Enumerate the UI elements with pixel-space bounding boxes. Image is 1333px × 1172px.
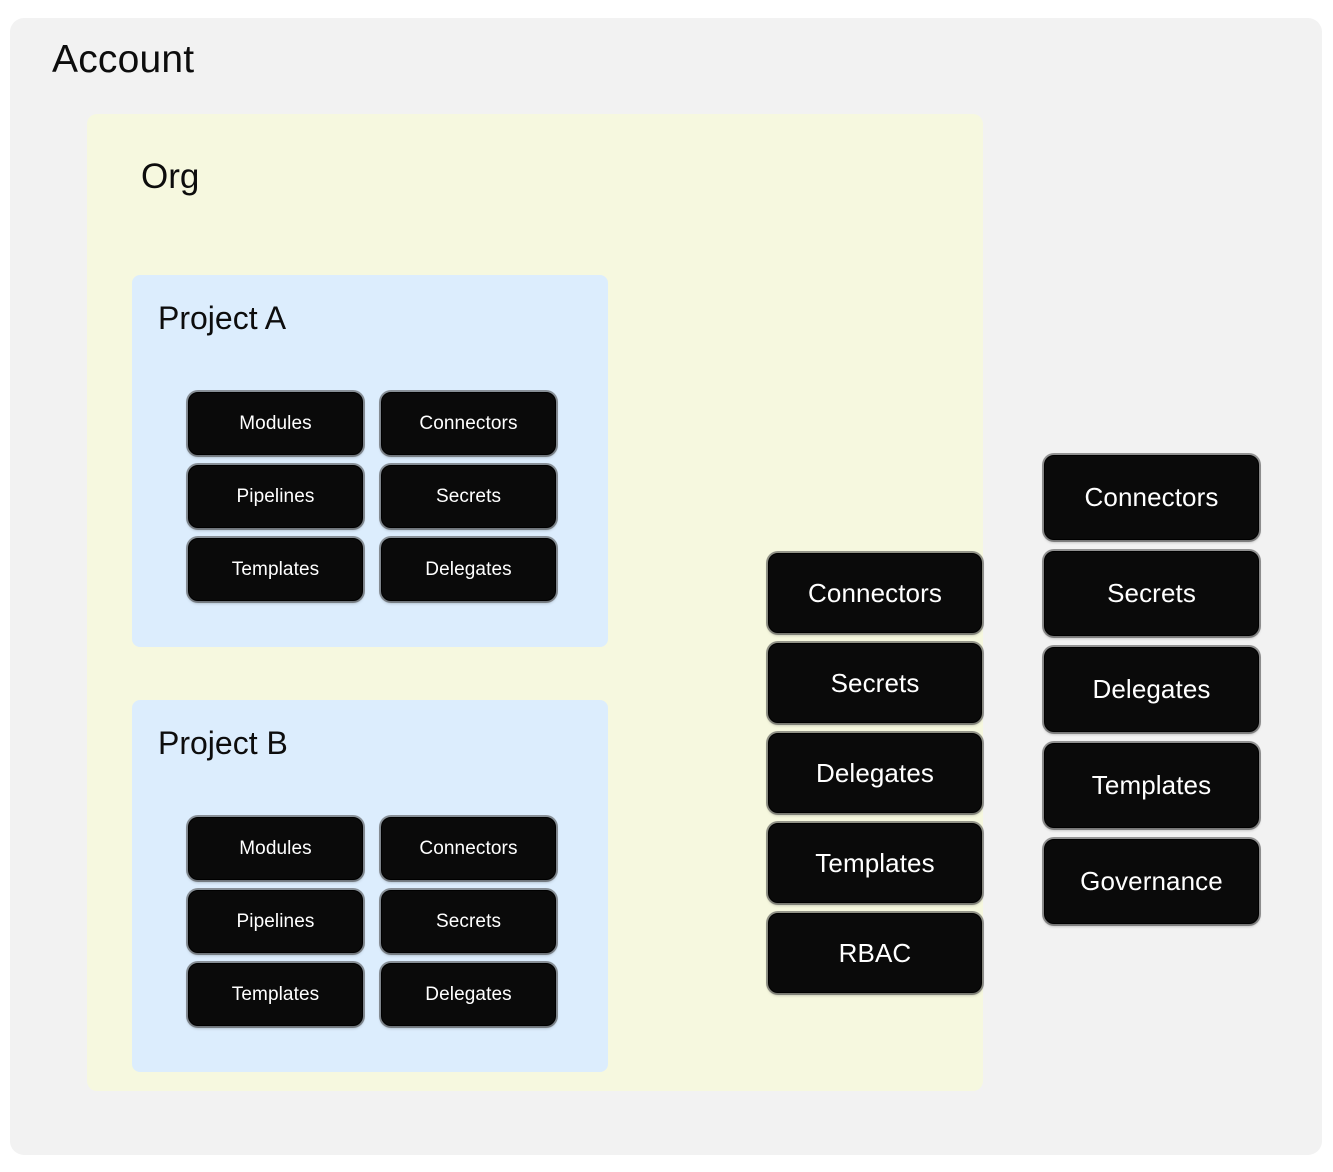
project-b-item-modules[interactable]: Modules	[188, 817, 363, 880]
project-b-item-connectors[interactable]: Connectors	[381, 817, 556, 880]
account-item-connectors[interactable]: Connectors	[1044, 455, 1259, 540]
project-a-item-secrets[interactable]: Secrets	[381, 465, 556, 528]
org-item-secrets[interactable]: Secrets	[768, 643, 982, 723]
project-a-item-pipelines[interactable]: Pipelines	[188, 465, 363, 528]
project-b-resource-grid: Modules Connectors Pipelines Secrets Tem…	[188, 817, 556, 1026]
project-b-item-secrets[interactable]: Secrets	[381, 890, 556, 953]
project-a-item-modules[interactable]: Modules	[188, 392, 363, 455]
project-b-container: Project B Modules Connectors Pipelines S…	[132, 700, 608, 1072]
org-scope-container: Org Project A Modules Connectors Pipelin…	[87, 114, 983, 1091]
project-b-item-templates[interactable]: Templates	[188, 963, 363, 1026]
project-a-item-delegates[interactable]: Delegates	[381, 538, 556, 601]
org-item-delegates[interactable]: Delegates	[768, 733, 982, 813]
org-title: Org	[141, 157, 200, 196]
project-a-container: Project A Modules Connectors Pipelines S…	[132, 275, 608, 647]
account-item-governance[interactable]: Governance	[1044, 839, 1259, 924]
project-b-item-delegates[interactable]: Delegates	[381, 963, 556, 1026]
org-item-rbac[interactable]: RBAC	[768, 913, 982, 993]
account-resource-column: Connectors Secrets Delegates Templates G…	[1044, 455, 1259, 924]
org-resource-column: Connectors Secrets Delegates Templates R…	[768, 553, 982, 993]
account-title: Account	[52, 38, 195, 81]
project-a-title: Project A	[158, 300, 287, 336]
org-item-connectors[interactable]: Connectors	[768, 553, 982, 633]
project-b-title: Project B	[158, 725, 288, 761]
account-item-delegates[interactable]: Delegates	[1044, 647, 1259, 732]
account-item-templates[interactable]: Templates	[1044, 743, 1259, 828]
project-a-item-connectors[interactable]: Connectors	[381, 392, 556, 455]
project-a-item-templates[interactable]: Templates	[188, 538, 363, 601]
project-b-item-pipelines[interactable]: Pipelines	[188, 890, 363, 953]
org-item-templates[interactable]: Templates	[768, 823, 982, 903]
account-scope-container: Account Org Project A Modules Connectors…	[10, 18, 1322, 1155]
project-a-resource-grid: Modules Connectors Pipelines Secrets Tem…	[188, 392, 556, 601]
account-item-secrets[interactable]: Secrets	[1044, 551, 1259, 636]
